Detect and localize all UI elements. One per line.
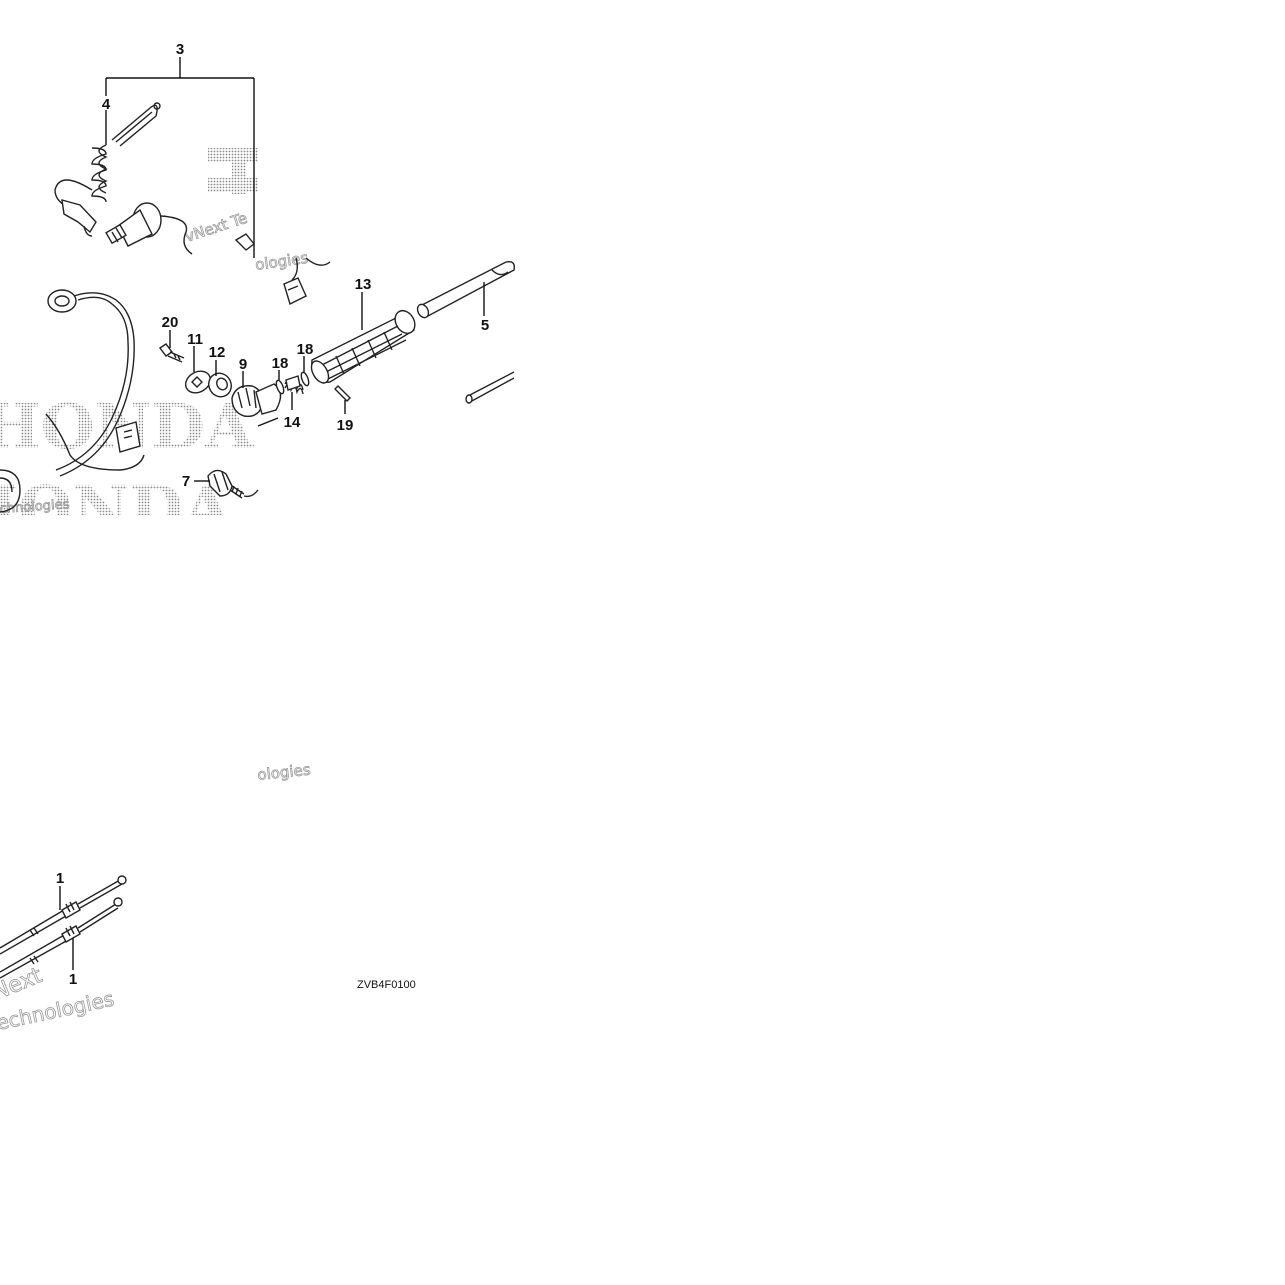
callout-1-top: 1	[56, 870, 64, 887]
callout-9: 9	[239, 356, 247, 373]
callout-18-left: 18	[272, 355, 289, 372]
part-7-knob	[207, 469, 259, 499]
part-12-washer	[208, 372, 232, 398]
callout-1-bottom: 1	[69, 971, 77, 988]
callout-11: 11	[187, 331, 203, 348]
watermark-middle: HONDA HONDA chnologies	[0, 395, 254, 545]
watermark-top: vNext Te ologies	[182, 148, 310, 274]
watermark-fragment-4: Next	[0, 963, 46, 1006]
watermark-honda-2: HONDA	[0, 472, 232, 545]
wire-connector	[283, 257, 331, 305]
part-13-throttle-grip	[310, 309, 416, 384]
part-1-throttle-cables	[0, 875, 127, 979]
part-19-pin	[334, 385, 351, 402]
part-18-oring-1	[275, 379, 285, 395]
callout-labels: 3 4 13 5 20 11 12 9 18 18 14 19 7 1 1	[56, 41, 489, 988]
callout-20: 20	[162, 314, 179, 331]
part-5-tiller-handle	[416, 260, 516, 319]
watermark-bottom: Next echnologies	[0, 963, 116, 1036]
stop-switch	[105, 202, 193, 255]
callout-19: 19	[337, 417, 354, 434]
callout-14: 14	[284, 414, 301, 431]
watermark-fragment-1: vNext Te	[183, 209, 250, 246]
part-18-oring-2	[300, 371, 310, 387]
part-3-bracket	[105, 57, 255, 258]
wire-harness	[0, 289, 145, 513]
callout-18-right: 18	[297, 341, 314, 358]
watermark-fragment-6: ologies	[257, 760, 312, 783]
callout-3: 3	[176, 41, 184, 58]
throttle-rod	[465, 371, 515, 404]
part-9-friction-knob	[231, 383, 282, 427]
part-11-washer	[184, 370, 212, 394]
emergency-stop-lanyard	[54, 102, 161, 237]
callout-13: 13	[355, 276, 372, 293]
diagram-code: ZVB4F0100	[357, 979, 416, 991]
watermark-fragment-2: ologies	[254, 249, 309, 274]
callout-7: 7	[182, 473, 190, 490]
part-14-spring	[284, 375, 304, 395]
callout-12: 12	[209, 344, 226, 361]
part-20-bolt	[158, 343, 185, 363]
leader-lines	[59, 282, 485, 970]
callout-5: 5	[481, 317, 489, 334]
callout-4: 4	[102, 96, 111, 113]
